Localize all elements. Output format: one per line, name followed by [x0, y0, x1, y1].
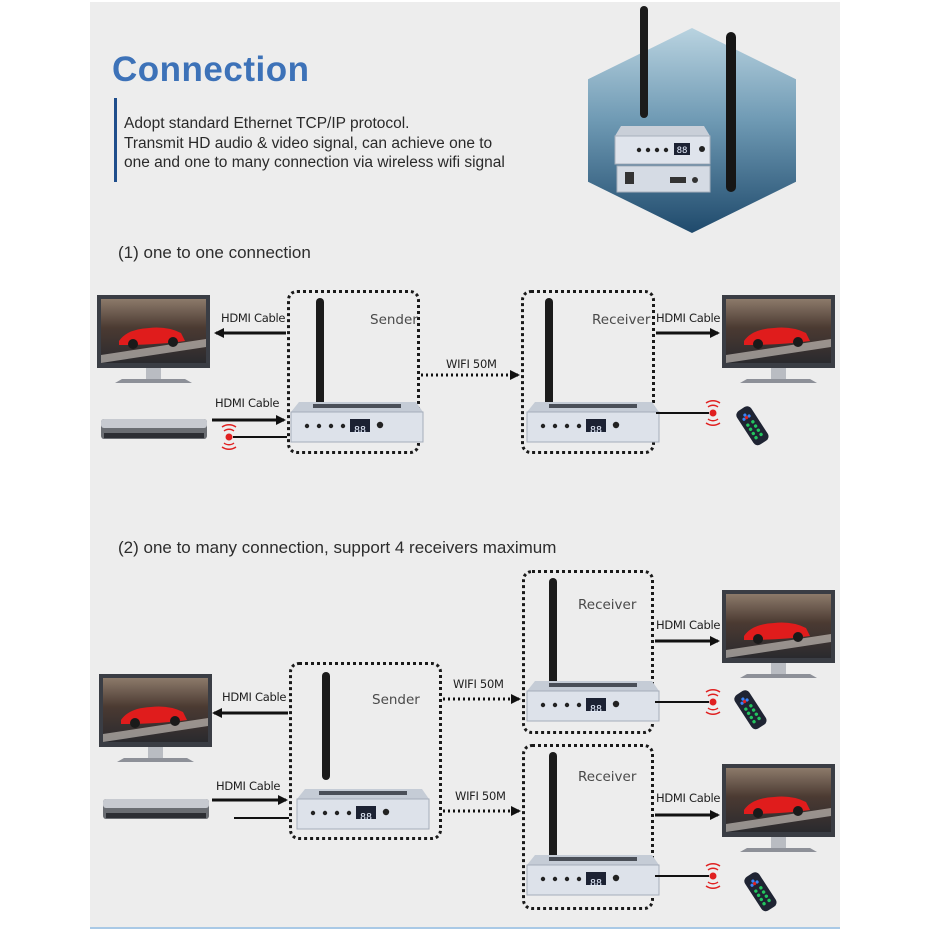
hdmi-cable-label: HDMI Cable: [656, 311, 721, 325]
set-top-box-icon: [101, 419, 207, 439]
receiver-device: [526, 401, 660, 443]
sender-device: [290, 401, 424, 443]
channel-display: 88: [590, 425, 602, 436]
receiver-box: [522, 744, 654, 910]
antenna-icon: [549, 752, 557, 860]
sender-label: Sender: [372, 692, 420, 708]
section-heading-one-to-many: (2) one to many connection, support 4 re…: [118, 538, 557, 557]
set-top-box-icon: [103, 799, 209, 819]
antenna-icon: [316, 298, 324, 406]
wifi-extender-device-icon: 88: [614, 6, 736, 193]
monitor-icon: [722, 295, 835, 383]
description: Adopt standard Ethernet TCP/IP protocol.…: [124, 114, 505, 173]
wifi-link-label: WIFI 50M: [455, 789, 506, 803]
receiver-device: [526, 854, 660, 896]
page-title: Connection: [112, 50, 310, 89]
sender-label: Sender: [370, 312, 418, 328]
receiver-box: [521, 290, 655, 454]
description-line: Transmit HD audio & video signal, can ac…: [124, 134, 493, 152]
hdmi-cable-label: HDMI Cable: [216, 779, 281, 793]
antenna-icon: [322, 672, 330, 780]
sender-box: [287, 290, 420, 454]
hdmi-cable-label: HDMI Cable: [656, 791, 721, 805]
hdmi-cable-label: HDMI Cable: [656, 618, 721, 632]
hdmi-cable-label: HDMI Cable: [215, 396, 280, 410]
receiver-label: Receiver: [578, 769, 637, 785]
accent-bar: [114, 98, 117, 182]
hdmi-cable-label: HDMI Cable: [221, 311, 286, 325]
hdmi-cable-label: HDMI Cable: [222, 690, 287, 704]
monitor-icon: [97, 295, 210, 383]
badge-display: 88: [677, 146, 688, 156]
wifi-link-label: WIFI 50M: [453, 677, 504, 691]
monitor-icon: [722, 590, 835, 678]
receiver-label: Receiver: [578, 597, 637, 613]
wifi-link-label: WIFI 50M: [446, 357, 497, 371]
monitor-icon: [722, 764, 835, 852]
remote-control-icon: [742, 870, 779, 914]
channel-display: 88: [590, 878, 602, 889]
section-heading-one-to-one: (1) one to one connection: [118, 243, 311, 262]
sender-box: [289, 662, 442, 840]
antenna-icon: [549, 578, 557, 686]
description-line: Adopt standard Ethernet TCP/IP protocol.: [124, 115, 410, 132]
monitor-icon: [99, 674, 212, 762]
receiver-device: [526, 680, 660, 722]
channel-display: 88: [354, 425, 366, 436]
description-line: one and one to many connection via wirel…: [124, 154, 505, 171]
sender-device: [296, 788, 430, 830]
channel-display: 88: [590, 704, 602, 715]
channel-display: 88: [360, 812, 372, 823]
receiver-box: [522, 570, 654, 734]
remote-control-icon: [734, 404, 771, 448]
antenna-icon: [545, 298, 553, 406]
receiver-label: Receiver: [592, 312, 651, 328]
remote-control-icon: [732, 688, 769, 732]
